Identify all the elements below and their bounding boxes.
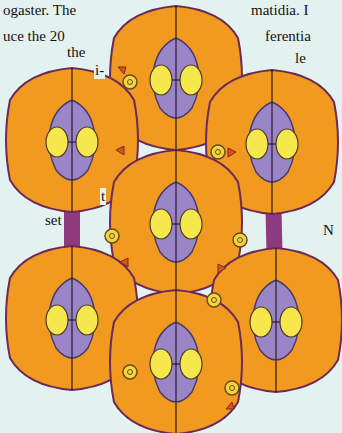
- page-text-fragment: uce the 20: [2, 28, 66, 45]
- page-text-fragment: t: [100, 188, 106, 205]
- page-text-fragment: N: [322, 222, 335, 239]
- page-text-fragment: i-: [94, 62, 105, 79]
- page-text-fragment: matidia. I: [250, 2, 309, 19]
- page-text-fragment: ogaster. The: [2, 2, 77, 19]
- page-text-fragment: set: [44, 212, 63, 229]
- page-text-fragment: ferentia: [264, 28, 312, 45]
- page-text-fragment: le: [294, 50, 307, 67]
- page-text-fragment: the: [66, 44, 86, 61]
